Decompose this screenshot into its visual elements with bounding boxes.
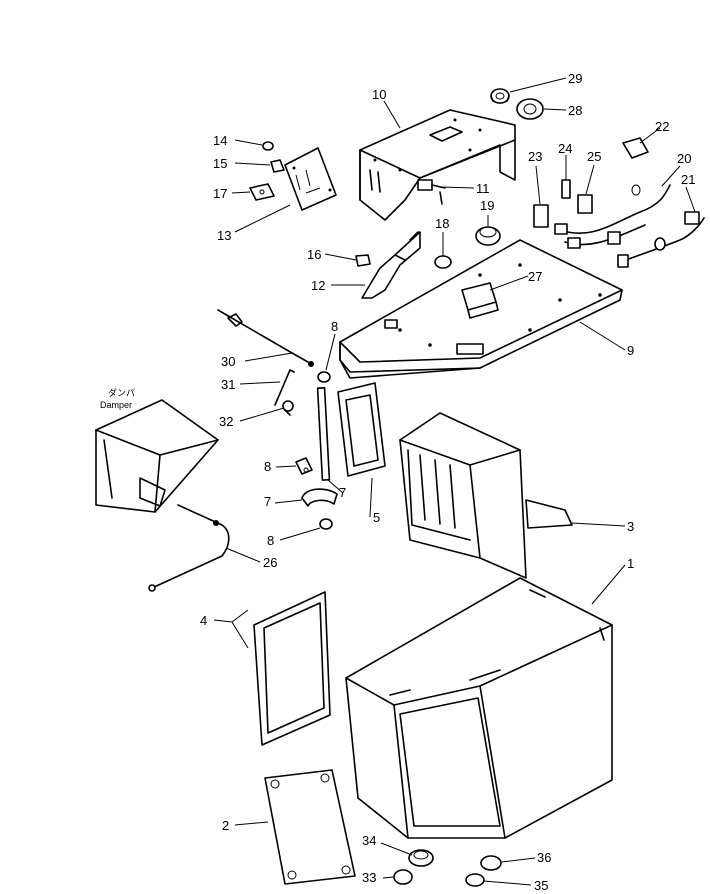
callout-19: 18	[435, 216, 449, 231]
part-22-wiring-harness	[617, 211, 705, 268]
callout-13: 12	[311, 278, 325, 293]
part-37-grommet	[480, 855, 502, 871]
callout-10: 9	[627, 343, 634, 358]
callout-22: 21	[681, 172, 695, 187]
callout-33: 32	[219, 414, 233, 429]
part-29-seal-ring	[516, 98, 544, 120]
callout-8-lower: 8	[267, 533, 274, 548]
callout-32: 31	[221, 377, 235, 392]
callout-12: 11	[476, 181, 490, 196]
callout-2: 2	[222, 818, 229, 833]
part-32-rod	[274, 369, 295, 406]
part-18-clip	[249, 183, 275, 201]
callout-21: 20	[677, 151, 691, 166]
part-17-clip	[355, 254, 371, 267]
leader-lines	[213, 77, 696, 886]
part-34-grommet	[393, 869, 413, 885]
callout-29: 28	[568, 103, 582, 118]
part-33-fastener	[282, 400, 294, 416]
callout-26: 25	[587, 149, 601, 164]
part-3-housing	[399, 412, 573, 579]
callout-7: 7	[264, 494, 271, 509]
callout-23: 22	[655, 119, 669, 134]
part-26-relay	[577, 194, 593, 214]
part-4-frame	[253, 591, 331, 746]
callout-30: 29	[568, 71, 582, 86]
part-19-grommet	[434, 255, 452, 269]
part-7-clamp	[301, 488, 338, 507]
callout-28: 27	[528, 269, 542, 284]
callout-6: 7	[339, 485, 346, 500]
part-14-plate	[284, 147, 337, 211]
callout-15: 14	[213, 133, 227, 148]
part-20-cap	[475, 226, 501, 246]
part-12-switch	[417, 179, 446, 205]
callout-14: 13	[217, 228, 231, 243]
part-9-bolt	[295, 457, 313, 475]
part-1-cabinet	[345, 577, 613, 839]
callout-20: 19	[480, 198, 494, 213]
callout-37: 36	[537, 850, 551, 865]
callout-31: 30	[221, 354, 235, 369]
callout-34: 33	[362, 870, 376, 885]
callout-5: 5	[373, 510, 380, 525]
part-5-frame	[337, 382, 386, 477]
part-11-bracket	[359, 109, 516, 221]
part-15-knob	[262, 141, 274, 151]
damper-assembly	[95, 399, 219, 513]
part-8-grommet-upper	[317, 371, 331, 383]
part-36-grommet	[465, 873, 485, 887]
callout-labels: 29 28 10 22 14 23 24 25 20 15 21 11 17 1…	[200, 71, 695, 893]
part-27-cable	[148, 504, 230, 592]
damper-caption-en: Damper	[100, 400, 132, 410]
callout-1: 1	[627, 556, 634, 571]
callout-3: 3	[627, 519, 634, 534]
part-23-clip	[622, 137, 649, 159]
part-24-relay	[533, 204, 549, 228]
part-30-grommet	[490, 88, 510, 104]
callout-25: 24	[558, 141, 572, 156]
part-6-rod	[316, 387, 331, 481]
part-21-wiring-harness	[554, 184, 671, 249]
callout-36: 35	[534, 878, 548, 893]
part-16-knob	[270, 159, 285, 173]
part-25-connector	[561, 179, 571, 199]
callout-11: 10	[372, 87, 386, 102]
part-31-cable	[217, 309, 314, 367]
callout-16: 15	[213, 156, 227, 171]
part-2-cover-plate	[264, 769, 356, 885]
damper-caption: ダンパ Damper	[100, 387, 135, 410]
callout-24: 23	[528, 149, 542, 164]
callout-9: 8	[264, 459, 271, 474]
callout-17: 16	[307, 247, 321, 262]
callout-18: 17	[213, 186, 227, 201]
damper-caption-jp: ダンパ	[108, 387, 135, 398]
part-10-base-plate	[339, 239, 623, 379]
callout-8-upper: 8	[331, 319, 338, 334]
part-28-relay-block	[461, 282, 499, 319]
part-35-grommet	[408, 849, 434, 867]
part-8-grommet-lower	[319, 518, 333, 530]
callout-27: 26	[263, 555, 277, 570]
part-13-lever-bracket	[361, 231, 421, 299]
callout-4: 4	[200, 613, 207, 628]
callout-35: 34	[362, 833, 376, 848]
